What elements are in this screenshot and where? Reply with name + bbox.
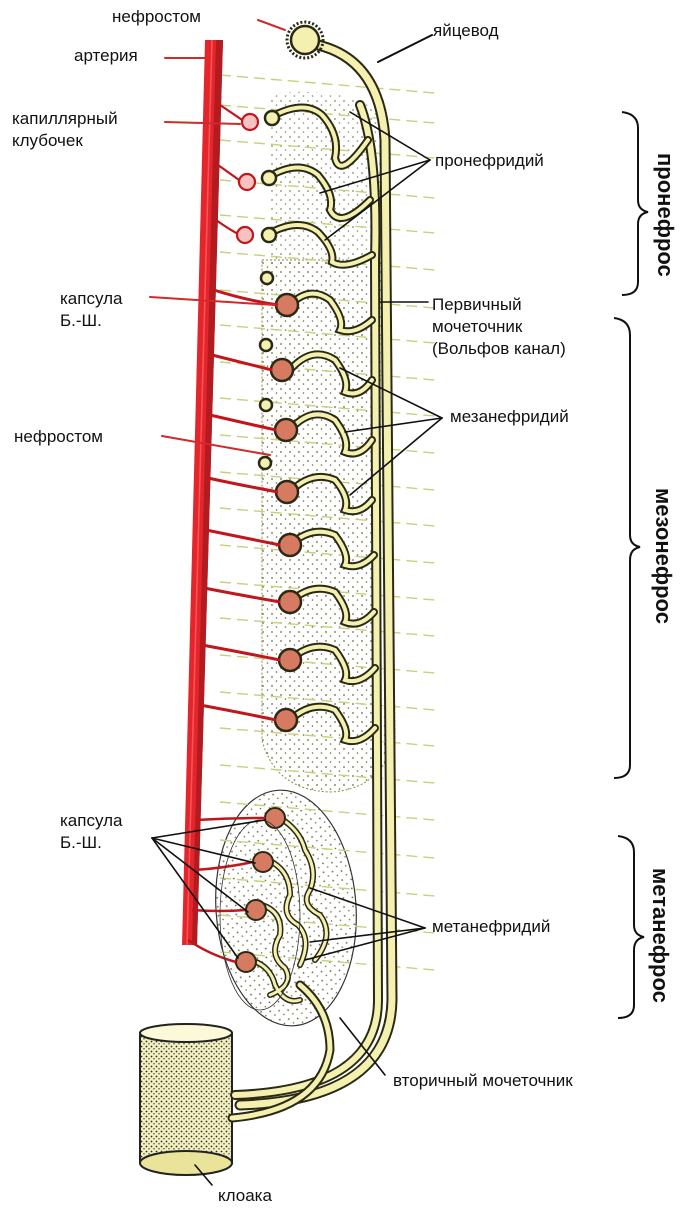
label-primary-duct-line3: (Вольфов канал)	[432, 338, 566, 360]
pronephros-glomeruli	[216, 105, 258, 243]
label-pronephridium: пронефридий	[435, 150, 544, 172]
label-nephrostome-top: нефростом	[112, 6, 201, 28]
label-metanephridium: метанефридий	[432, 916, 550, 938]
label-capsule-2-line1: капсула	[60, 810, 122, 832]
label-nephrostome-mid: нефростом	[14, 426, 103, 448]
label-artery: артерия	[74, 45, 138, 67]
label-capsule-1: капсула Б.-Ш.	[60, 288, 122, 332]
section-braces	[614, 112, 648, 1018]
label-glomerulus: капиллярный клубочек	[12, 108, 118, 152]
section-metanephros: метанефрос	[647, 868, 673, 998]
label-cloaca: клоака	[218, 1185, 272, 1207]
label-primary-duct-line2: мочеточник	[432, 316, 566, 338]
label-oviduct: яйцевод	[433, 20, 499, 42]
label-secondary-duct: вторичный мочеточник	[393, 1070, 573, 1092]
label-glomerulus-line1: капиллярный	[12, 108, 118, 130]
label-mesonephridium: мезанефридий	[450, 406, 569, 428]
label-capsule-2: капсула Б.-Ш.	[60, 810, 122, 854]
section-mesonephros: мезонефрос	[650, 488, 676, 618]
cloaca	[140, 1024, 232, 1175]
label-primary-duct: Первичный мочеточник (Вольфов канал)	[432, 294, 566, 360]
label-capsule-1-line1: капсула	[60, 288, 122, 310]
label-glomerulus-line2: клубочек	[12, 130, 118, 152]
label-capsule-1-line2: Б.-Ш.	[60, 310, 122, 332]
artery	[182, 40, 223, 945]
label-capsule-2-line2: Б.-Ш.	[60, 832, 122, 854]
label-primary-duct-line1: Первичный	[432, 294, 566, 316]
section-pronephros: пронефрос	[652, 153, 678, 273]
oviduct-funnel	[287, 22, 323, 58]
